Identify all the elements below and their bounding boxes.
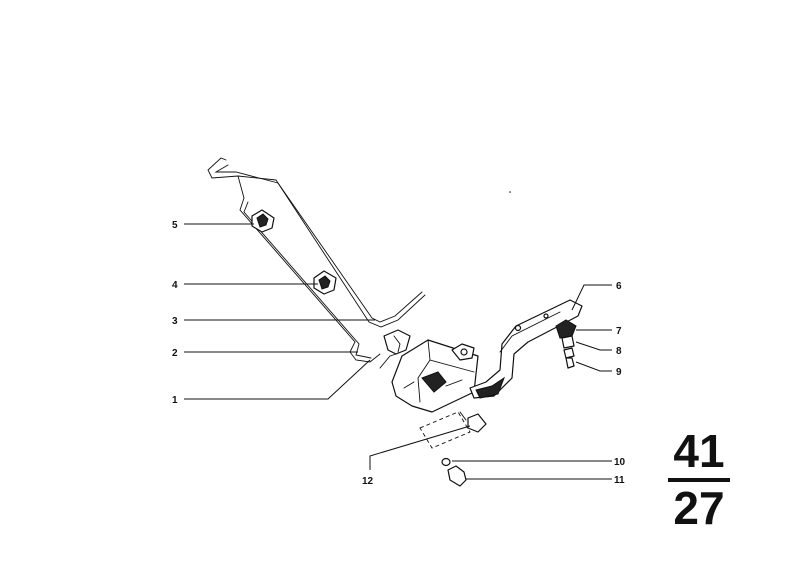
leader-lines (184, 223, 612, 480)
callout-12: 12 (362, 476, 374, 487)
bolt-8 (563, 347, 575, 359)
bolt-11 (447, 465, 467, 487)
callout-labels: 5 4 3 2 1 6 7 8 9 10 11 12 (172, 220, 626, 487)
callout-4: 4 (172, 280, 178, 291)
dust-speck (509, 191, 511, 193)
washer-10 (441, 457, 451, 467)
sub-group-number: 27 (673, 482, 725, 534)
callout-8: 8 (616, 346, 622, 357)
callout-2: 2 (172, 348, 178, 359)
callout-6: 6 (616, 281, 622, 292)
callout-1: 1 (172, 395, 178, 406)
callout-5: 5 (172, 220, 178, 231)
mounting-plate-outline (419, 411, 471, 449)
callout-7: 7 (616, 326, 622, 337)
nut-9 (565, 357, 575, 369)
main-group-number: 41 (673, 425, 725, 477)
pedal-bracket (391, 339, 479, 413)
callout-3: 3 (172, 316, 178, 327)
callout-9: 9 (616, 367, 622, 378)
group-number-divider (668, 478, 730, 482)
group-number: 41 27 (666, 428, 732, 531)
linkage-rod (207, 157, 426, 363)
pedal-stop-7 (555, 319, 577, 349)
callout-10: 10 (614, 457, 626, 468)
rubber-bush-5 (251, 209, 275, 233)
callout-11: 11 (614, 475, 625, 486)
rubber-bush-4 (313, 270, 337, 295)
retaining-clip-1 (379, 329, 411, 369)
accelerator-pedal-6 (469, 299, 583, 399)
